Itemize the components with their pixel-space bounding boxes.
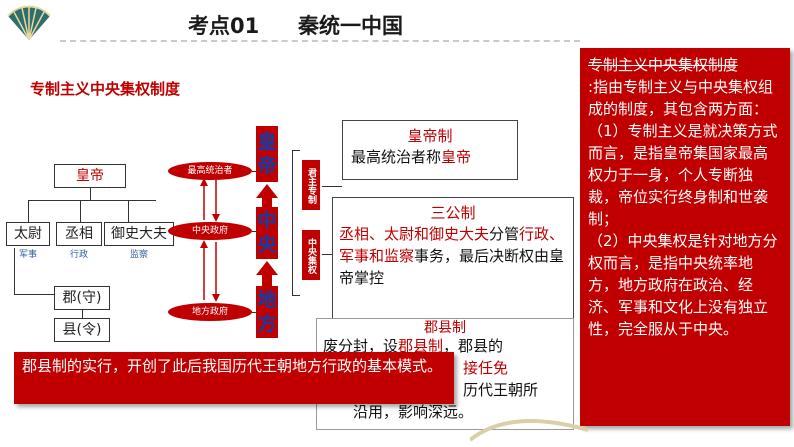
oval-local-government: 地方政府: [168, 303, 252, 321]
decorative-curve: [470, 419, 589, 442]
three-dukes-title: 三公制: [430, 204, 476, 222]
level-emperor: 皇帝: [256, 126, 278, 182]
org-commandery: 郡(守): [54, 286, 110, 310]
org-official-taiwei: 太尉: [6, 222, 50, 246]
org-official-sub: 军事: [18, 250, 37, 260]
title-divider: [60, 40, 580, 42]
topic-heading: 专制主义中央集权制度: [30, 80, 181, 98]
definition-paragraph: （1）专制主义是就决策方式而言，是指皇帝集国家最高权力于一身，个人专断独裁，帝位…: [588, 122, 778, 228]
org-connector: [128, 200, 129, 222]
org-connector: [90, 188, 91, 200]
arrow-shaft: [262, 197, 272, 207]
emperor-system-box: 皇帝制 最高统治者称皇帝: [342, 120, 518, 180]
label-centralization: 中央集权: [302, 230, 320, 280]
org-connector: [28, 200, 156, 201]
section-number: 考点01: [188, 14, 260, 38]
org-connector: [82, 310, 83, 318]
level-local: 地方: [256, 286, 278, 338]
definition-paragraph: :指由专制主义与中央集权组成的制度，其包含两方面：: [588, 78, 774, 118]
oval-central-government: 中央政府: [168, 222, 252, 240]
org-connector: [14, 248, 15, 294]
org-connector: [28, 200, 29, 222]
arrow-shaft: [262, 274, 272, 286]
commandery-county-line-1: 废分封，设郡县制，郡县的: [323, 337, 504, 355]
bracket-connector: [322, 186, 342, 187]
org-emperor: 皇帝: [54, 164, 126, 188]
org-connector: [14, 294, 54, 295]
commandery-county-line-3: 历代王朝所: [463, 381, 539, 399]
definition-heading: 专制主义中央集权制度: [588, 56, 739, 74]
arrow-up-icon: [256, 261, 278, 275]
commandery-note: 郡县制的实行，开创了此后我国历代王朝地方行政的基本模式。: [14, 352, 454, 404]
three-dukes-box: 三公制 丞相、太尉和御史大夫分管行政、军事和监察事务，最后决断权由皇帝掌控: [332, 197, 574, 321]
org-official-sub: 行政: [69, 250, 88, 260]
definition-panel: 专制主义中央集权制度 :指由专制主义与中央集权组成的制度，其包含两方面： （1）…: [580, 48, 790, 426]
commandery-county-line-4: 沿用，影响深远。: [353, 403, 474, 421]
org-official-sub: 监察: [129, 250, 148, 260]
three-dukes-text: 丞相、太尉和御史大夫分管行政、军事和监察事务，最后决断权由皇帝掌控: [339, 225, 565, 287]
bracket: [292, 150, 300, 296]
page-title: 秦统一中国: [298, 14, 403, 38]
emperor-system-text: 最高统治者称皇帝: [351, 148, 472, 166]
level-central: 中央: [256, 207, 278, 259]
org-connector: [80, 200, 81, 222]
fan-icon: [7, 5, 51, 41]
label-autocracy: 君主专制: [302, 160, 320, 210]
emperor-system-title: 皇帝制: [407, 127, 453, 145]
arrow-up-icon: [256, 184, 278, 198]
oval-supreme-ruler: 最高统治者: [168, 162, 252, 180]
hierarchy-arrows: [200, 178, 220, 302]
commandery-county-title: 郡县制: [424, 320, 466, 336]
org-county: 县(令): [54, 318, 110, 342]
commandery-county-line-2: 接任免: [463, 359, 509, 377]
org-official-chengxiang: 丞相: [56, 222, 102, 246]
definition-paragraph: （2）中央集权是针对地方分权而言，是指中央统率地方，地方政府在政治、经济、军事和…: [588, 232, 778, 338]
org-official-yushidafu: 御史大夫: [104, 222, 174, 246]
bracket-connector: [322, 254, 336, 255]
